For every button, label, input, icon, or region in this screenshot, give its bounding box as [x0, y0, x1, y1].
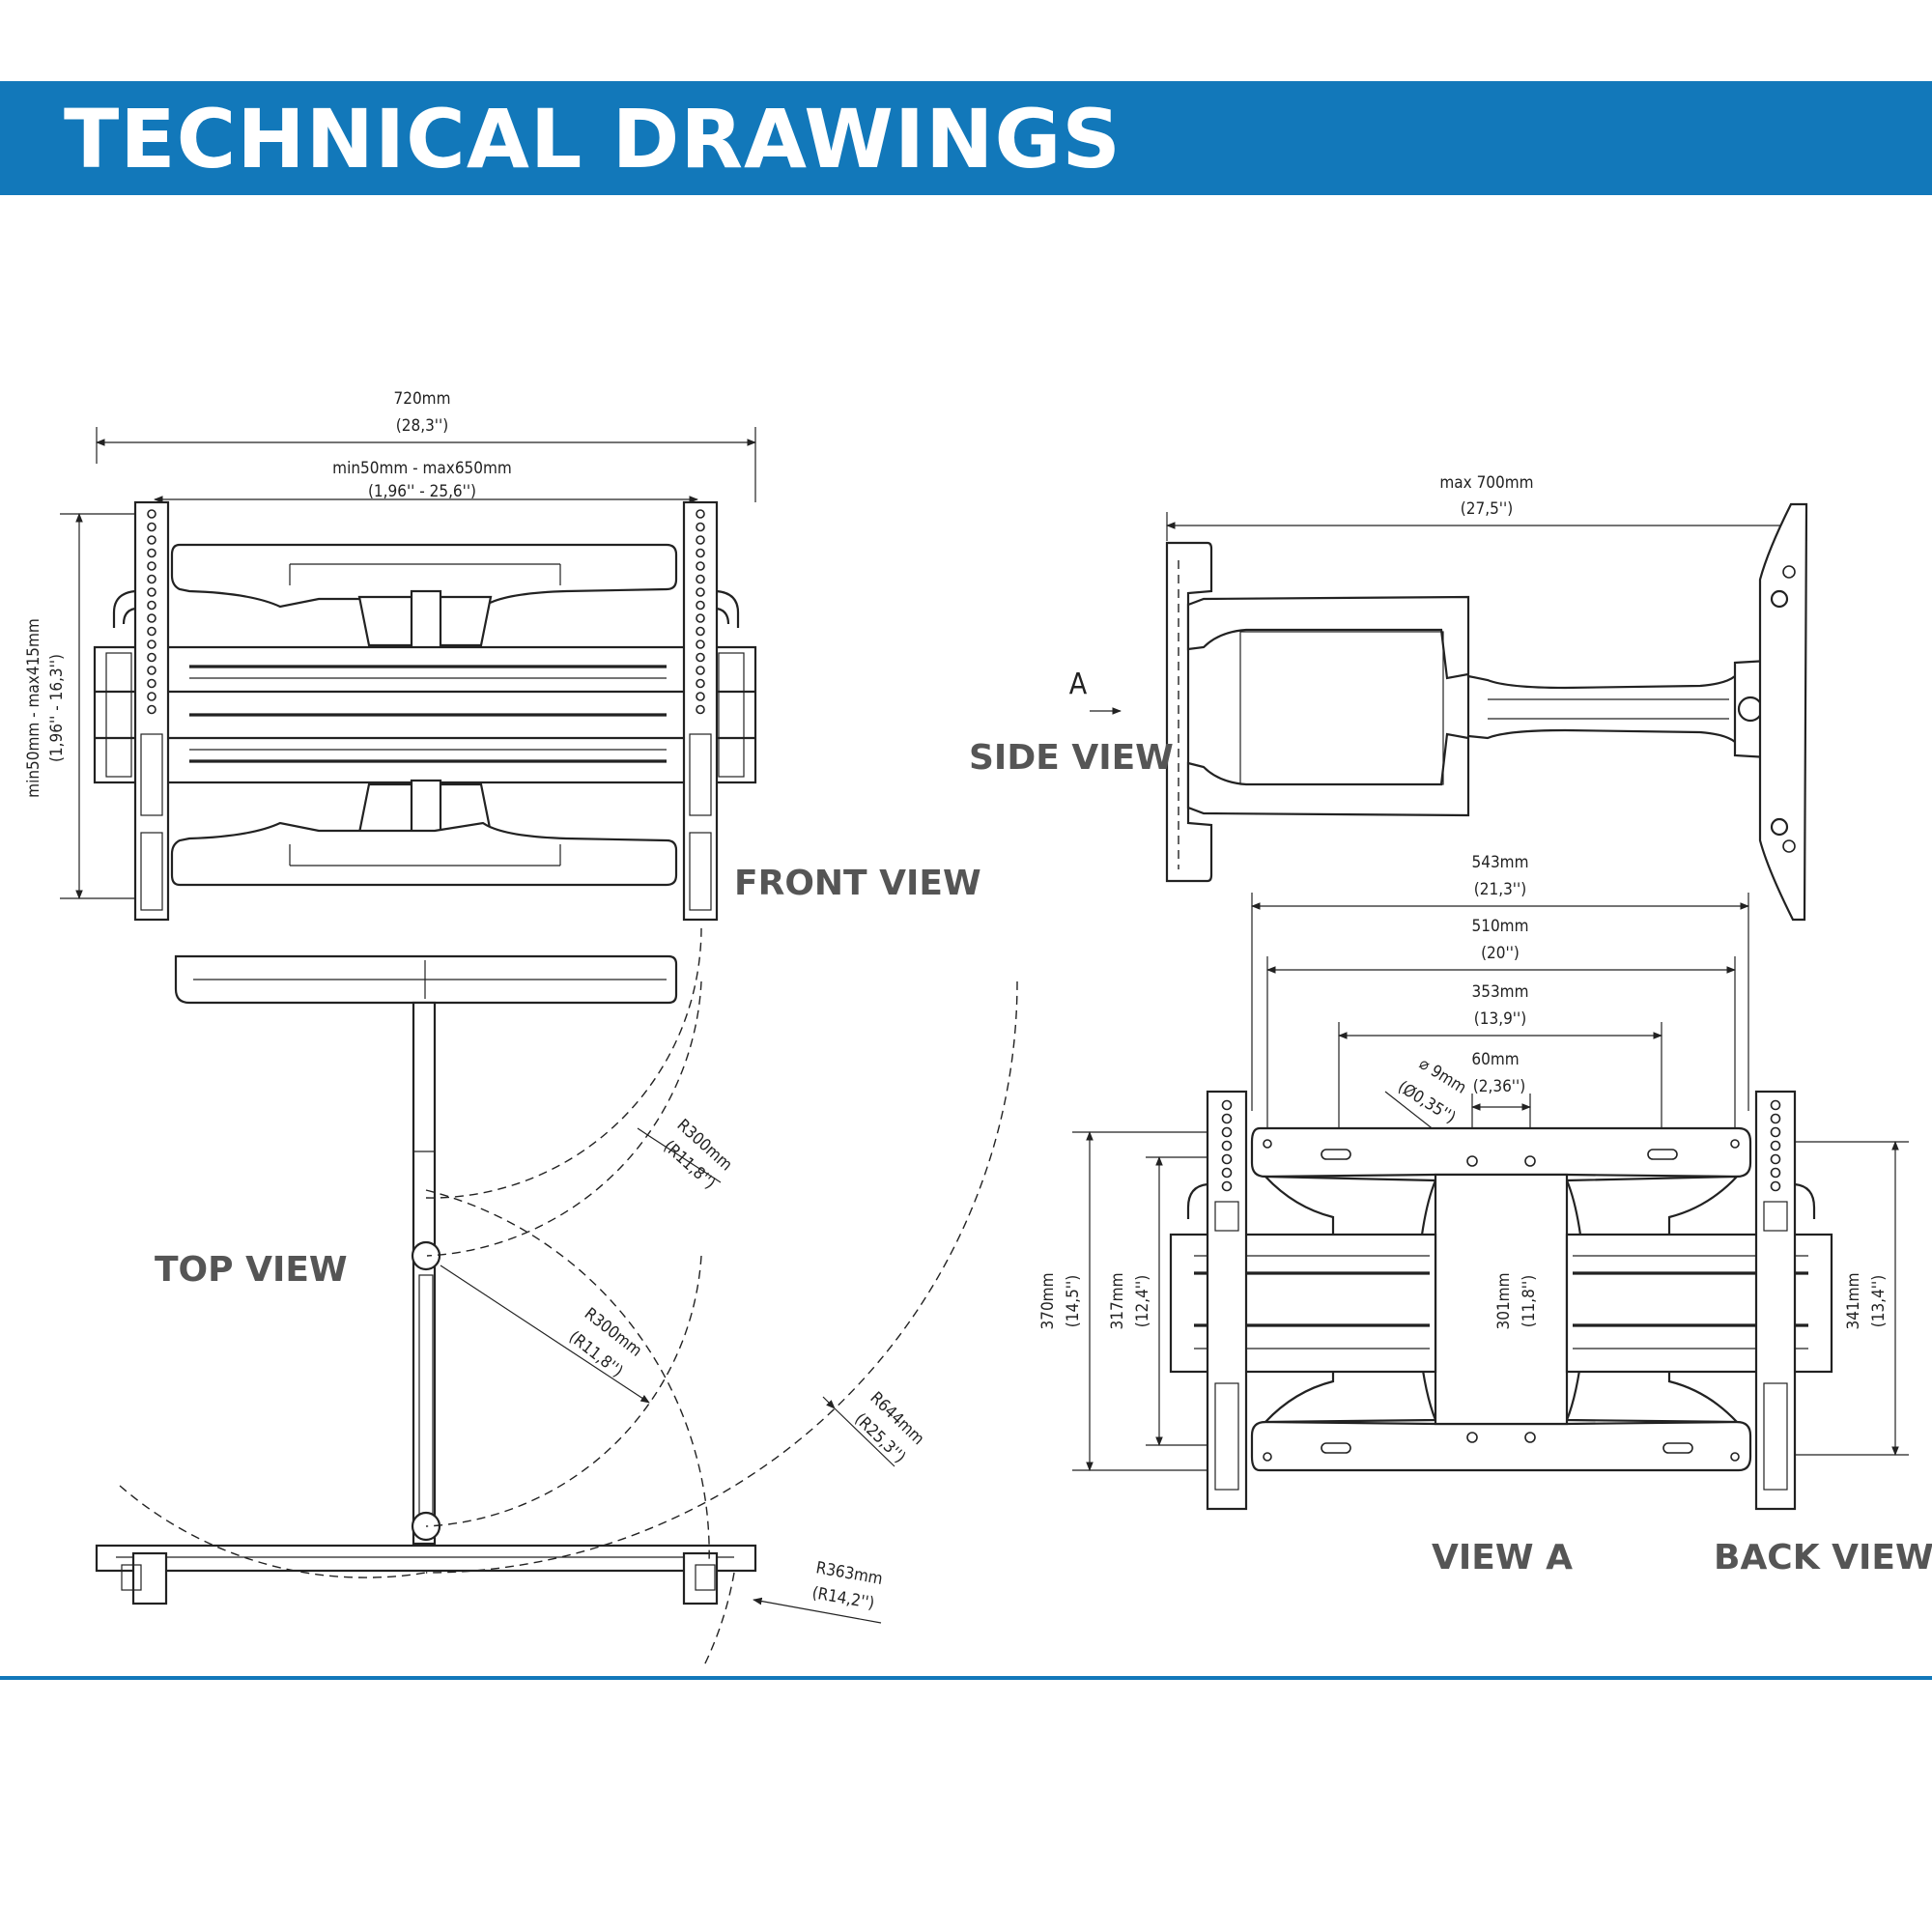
mounting-hole: [696, 692, 705, 701]
mounting-hole: [696, 535, 705, 545]
side-view-drawing: [1090, 502, 1808, 922]
back-h301-mm: 301mm: [1494, 1273, 1514, 1330]
mounting-hole: [696, 548, 705, 558]
back-w543-in: (21,3''): [1474, 880, 1526, 899]
back-h317-mm: 317mm: [1108, 1273, 1127, 1330]
front-rail-in: (1,96'' - 25,6''): [368, 482, 476, 501]
back-w510-mm: 510mm: [1472, 917, 1529, 936]
mounting-hole: [696, 587, 705, 597]
top-view-drawing: [95, 926, 1018, 1668]
back-h301-in: (11,8''): [1520, 1275, 1539, 1327]
header-banner: TECHNICAL DRAWINGS: [0, 81, 1932, 195]
mounting-hole: [147, 626, 156, 637]
page-title: TECHNICAL DRAWINGS: [64, 92, 1122, 186]
mounting-hole: [696, 666, 705, 675]
front-view-drawing: [60, 427, 757, 922]
mounting-hole: [147, 509, 156, 519]
mounting-hole: [1770, 1113, 1781, 1124]
front-view-label: FRONT VIEW: [734, 864, 981, 903]
side-depth-in: (27,5''): [1461, 499, 1513, 519]
back-view-rail-holes: [1221, 1099, 1781, 1192]
mounting-hole: [147, 574, 156, 584]
back-h341-mm: 341mm: [1844, 1273, 1863, 1330]
mounting-hole: [1221, 1099, 1233, 1111]
mounting-hole: [696, 639, 705, 649]
mounting-hole: [696, 678, 705, 689]
front-rail-mm: min50mm - max650mm: [332, 459, 512, 478]
mounting-hole: [696, 574, 705, 584]
mounting-hole: [147, 704, 156, 715]
front-height-in: (1,96'' - 16,3''): [47, 654, 67, 762]
mounting-hole: [696, 600, 705, 611]
mounting-hole: [147, 561, 156, 571]
top-r4-in: (R14,2''): [810, 1583, 876, 1613]
back-h341-in: (13,4''): [1869, 1275, 1889, 1327]
mounting-hole: [1221, 1113, 1233, 1124]
back-w353-mm: 353mm: [1472, 982, 1529, 1002]
mounting-hole: [147, 666, 156, 675]
mounting-hole: [147, 678, 156, 689]
back-w60-mm: 60mm: [1471, 1050, 1519, 1069]
footer-divider: [0, 1676, 1932, 1680]
side-depth-mm: max 700mm: [1439, 473, 1533, 493]
mounting-hole: [1770, 1126, 1781, 1138]
mounting-hole: [1221, 1126, 1233, 1138]
back-w543-mm: 543mm: [1472, 853, 1529, 872]
mounting-hole: [696, 509, 705, 519]
mounting-hole: [696, 613, 705, 623]
mounting-hole: [147, 639, 156, 649]
mounting-hole: [1221, 1140, 1233, 1151]
mounting-hole: [147, 652, 156, 663]
mounting-hole: [147, 613, 156, 623]
mounting-hole: [1770, 1140, 1781, 1151]
mounting-hole: [147, 600, 156, 611]
mounting-hole: [147, 587, 156, 597]
mounting-hole: [696, 704, 705, 715]
front-width-mm: 720mm: [394, 389, 451, 409]
view-a-label: VIEW A: [1432, 1538, 1573, 1577]
back-view-label: BACK VIEW: [1714, 1538, 1932, 1577]
back-h370-in: (14,5''): [1064, 1275, 1083, 1327]
mounting-hole: [1221, 1153, 1233, 1165]
front-width-in: (28,3''): [396, 416, 448, 436]
mounting-hole: [1221, 1167, 1233, 1179]
back-view-drawing: [1072, 893, 1909, 1511]
mounting-hole: [147, 548, 156, 558]
mounting-hole: [1221, 1180, 1233, 1192]
back-w60-in: (2,36''): [1473, 1077, 1525, 1096]
mounting-hole: [147, 522, 156, 532]
top-view-label: TOP VIEW: [155, 1250, 348, 1290]
mounting-hole: [147, 692, 156, 701]
front-height-mm: min50mm - max415mm: [24, 618, 43, 798]
mounting-hole: [696, 652, 705, 663]
mounting-hole: [1770, 1099, 1781, 1111]
front-view-rail-holes: [147, 509, 705, 715]
mounting-hole: [1770, 1153, 1781, 1165]
mounting-hole: [696, 522, 705, 532]
mounting-hole: [147, 535, 156, 545]
back-h370-mm: 370mm: [1038, 1273, 1058, 1330]
mounting-hole: [1770, 1180, 1781, 1192]
back-h317-in: (12,4''): [1133, 1275, 1152, 1327]
view-a-arrow-label: A: [1069, 668, 1088, 701]
back-w510-in: (20''): [1481, 944, 1520, 963]
back-w353-in: (13,9''): [1474, 1009, 1526, 1029]
side-view-label: SIDE VIEW: [969, 738, 1174, 778]
mounting-hole: [696, 561, 705, 571]
mounting-hole: [1770, 1167, 1781, 1179]
mounting-hole: [696, 626, 705, 637]
